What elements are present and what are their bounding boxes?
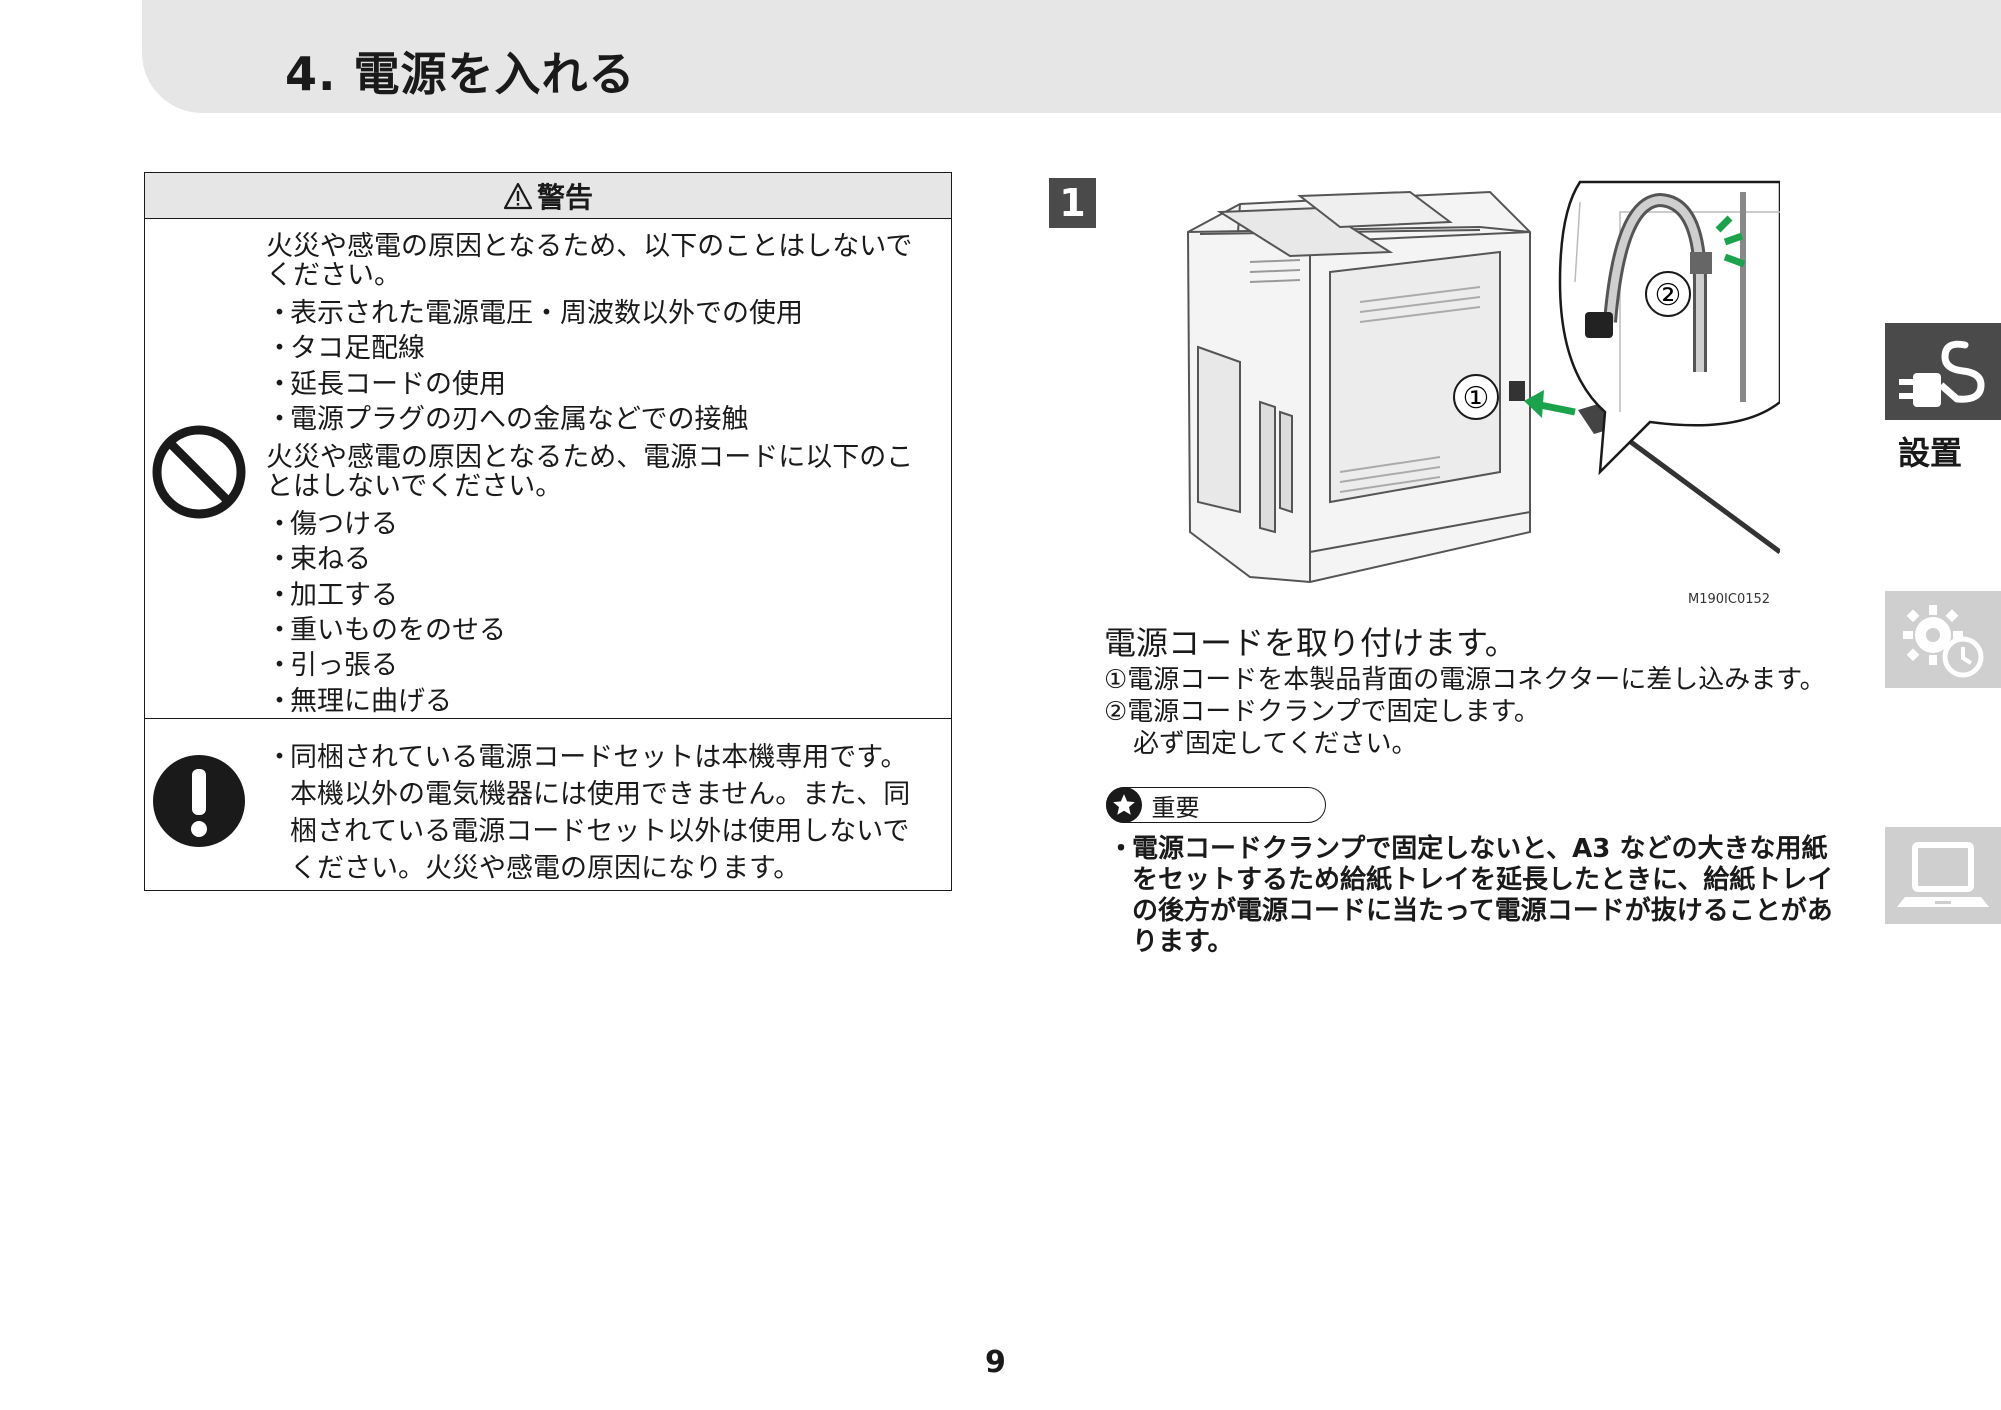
page-title: 4. 電源を入れる	[285, 47, 636, 101]
step-instructions: ①電源コードを本製品背面の電源コネクターに差し込みます。 ②電源コードクランプで…	[1104, 664, 1826, 760]
important-note: ・ 電源コードクランプで固定しないと、A3 などの大きな用紙をセットするため給紙…	[1108, 834, 1848, 958]
warning-list-1: 表示された電源電圧・周波数以外での使用 タコ足配線 延長コードの使用 電源プラグ…	[266, 296, 938, 437]
list-item: 傷つける	[266, 507, 938, 543]
step-title: 電源コードを取り付けます。	[1104, 624, 1517, 662]
list-item: 延長コードの使用	[266, 367, 938, 403]
page-number: 9	[985, 1345, 1006, 1380]
star-icon	[1105, 787, 1142, 823]
note-text: 電源コードクランプで固定しないと、A3 などの大きな用紙をセットするため給紙トレ…	[1132, 834, 1834, 957]
warning-intro-2: 火災や感電の原因となるため、電源コードに以下のことはしないでください。	[266, 442, 914, 503]
callout-2: ②	[1655, 278, 1682, 313]
exclamation-icon	[153, 755, 245, 847]
list-item: タコ足配線	[266, 331, 938, 367]
list-item: 表示された電源電圧・周波数以外での使用	[266, 296, 938, 332]
gear-clock-icon	[1903, 605, 1984, 678]
warning-triangle-icon	[503, 182, 533, 209]
list-item: 加工する	[266, 578, 938, 614]
warning-row-mandatory	[145, 719, 951, 889]
important-badge: 重要	[1105, 787, 1326, 823]
list-item: 同梱されている電源コードセットは本機専用です。本機以外の電気機器には使用できませ…	[266, 739, 938, 887]
list-item: 無理に曲げる	[266, 684, 938, 720]
step-line-3: 必ず固定してください。	[1133, 729, 1418, 759]
tab-settings[interactable]	[1885, 591, 2001, 688]
prohibition-icon	[152, 425, 246, 519]
tab-setup-label: 設置	[1898, 434, 1963, 472]
step-number: 1	[1049, 178, 1096, 228]
figure-code: M190IC0152	[1688, 592, 1771, 607]
tab-pc[interactable]	[1885, 827, 2001, 924]
warning-heading: 警告	[145, 173, 951, 219]
tab-setup[interactable]	[1885, 323, 2001, 420]
warning-row1-text: 火災や感電の原因となるため、以下のことはしないでください。 表示された電源電圧・…	[266, 232, 938, 725]
warning-heading-label: 警告	[536, 180, 593, 214]
list-item: 重いものをのせる	[266, 613, 938, 649]
laptop-icon	[1897, 842, 1989, 907]
warning-row2-text: 同梱されている電源コードセットは本機専用です。本機以外の電気機器には使用できませ…	[266, 739, 938, 887]
warning-list-3: 同梱されている電源コードセットは本機専用です。本機以外の電気機器には使用できませ…	[266, 739, 938, 887]
callout-1: ①	[1463, 381, 1490, 416]
warning-list-2: 傷つける 束ねる 加工する 重いものをのせる 引っ張る 無理に曲げる	[266, 507, 938, 719]
warning-intro-1: 火災や感電の原因となるため、以下のことはしないでください。	[266, 231, 913, 291]
header-bar	[142, 0, 2001, 113]
step-line-1: ①電源コードを本製品背面の電源コネクターに差し込みます。	[1104, 665, 1826, 695]
printer-power-cord-illustration: ① ②	[1186, 180, 1780, 584]
list-item: 引っ張る	[266, 648, 938, 684]
step-line-2: ②電源コードクランプで固定します。	[1104, 697, 1540, 727]
power-plug-icon	[1899, 340, 1985, 407]
note-bullet: ・	[1108, 834, 1135, 864]
list-item: 束ねる	[266, 542, 938, 578]
important-label: 重要	[1151, 793, 1200, 822]
list-item: 電源プラグの刃への金属などでの接触	[266, 402, 938, 438]
